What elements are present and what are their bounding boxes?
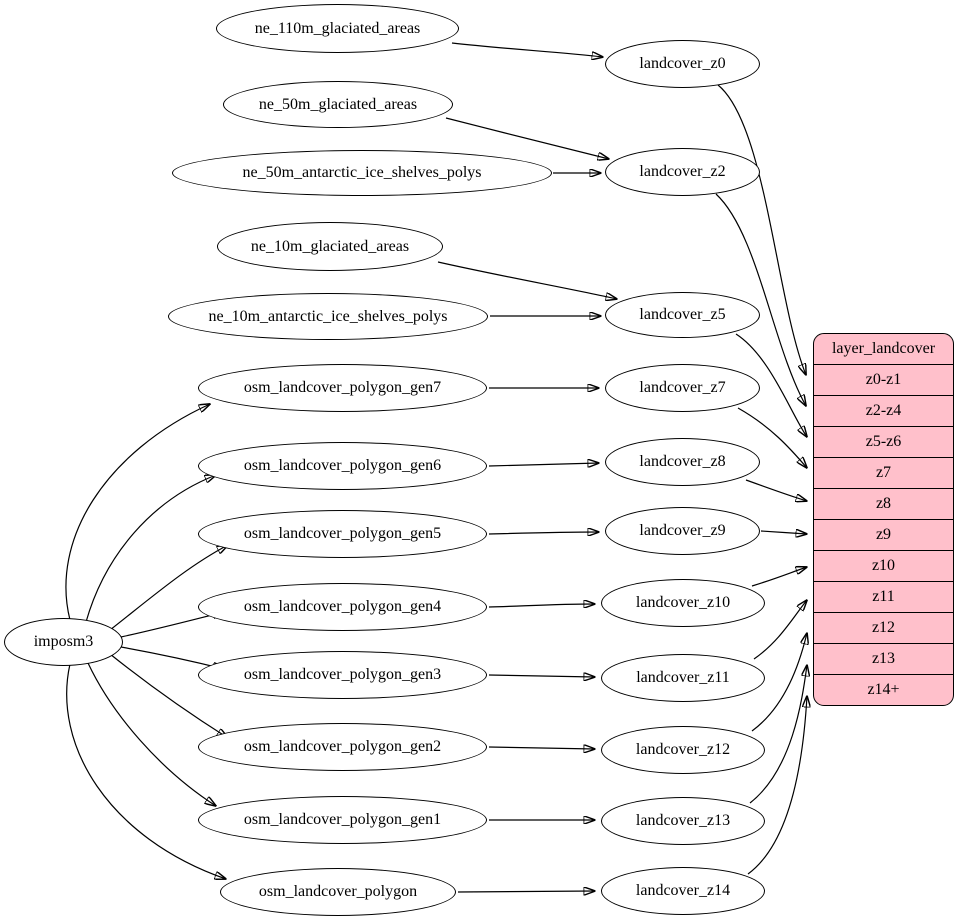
edge-landcover-z5-to-row-z5-z6 (735, 333, 807, 437)
edge-osm-landcover-polygon-gen6-to-landcover-z8 (488, 463, 599, 466)
node-osm-landcover-polygon-gen1: osm_landcover_polygon_gen1 (198, 796, 487, 844)
node-landcover-z10: landcover_z10 (601, 579, 765, 627)
table-row-z8: z8 (814, 488, 953, 519)
edge-imposm3-to-osm-landcover-polygon-gen6 (85, 475, 216, 623)
edge-landcover-z9-to-row-z9 (760, 531, 807, 534)
node-landcover-z8: landcover_z8 (605, 438, 760, 486)
node-landcover-z13: landcover_z13 (601, 797, 765, 845)
edge-landcover-z0-to-row-z0-z1 (717, 84, 806, 375)
table-row-z7: z7 (814, 457, 953, 488)
edge-imposm3-to-osm-landcover-polygon (66, 663, 226, 879)
edge-landcover-z13-to-row-z13 (749, 665, 807, 804)
node-osm-landcover-polygon-gen4: osm_landcover_polygon_gen4 (198, 583, 487, 631)
node-osm-landcover-polygon-gen3: osm_landcover_polygon_gen3 (198, 651, 487, 699)
table-row-z12: z12 (814, 612, 953, 643)
node-landcover-z12: landcover_z12 (601, 726, 765, 774)
edge-landcover-z11-to-row-z11 (753, 600, 807, 660)
edge-landcover-z10-to-row-z10 (751, 567, 807, 587)
edge-ne-110m-glaciated-areas-to-landcover-z0 (451, 42, 603, 57)
node-landcover-z2: landcover_z2 (605, 148, 760, 196)
node-osm-landcover-polygon-gen6: osm_landcover_polygon_gen6 (198, 442, 487, 490)
node-osm-landcover-polygon-gen7: osm_landcover_polygon_gen7 (198, 364, 487, 412)
edge-ne-50m-glaciated-areas-to-landcover-z2 (445, 117, 609, 159)
table-row-z14plus: z14+ (814, 674, 953, 705)
node-landcover-z9: landcover_z9 (605, 507, 760, 555)
edge-imposm3-to-osm-landcover-polygon-gen7 (65, 404, 210, 621)
table-title: layer_landcover (831, 340, 936, 357)
edge-imposm3-to-osm-landcover-polygon-gen5 (109, 545, 228, 631)
node-imposm3: imposm3 (4, 618, 123, 666)
node-ne-50m-glaciated-areas: ne_50m_glaciated_areas (223, 81, 453, 128)
node-landcover-z14: landcover_z14 (601, 867, 765, 915)
node-landcover-z11: landcover_z11 (601, 654, 765, 702)
edge-osm-landcover-polygon-to-landcover-z14 (457, 891, 595, 892)
node-ne-50m-antarctic-ice-shelves-polys: ne_50m_antarctic_ice_shelves_polys (172, 150, 552, 196)
node-landcover-z7: landcover_z7 (605, 364, 760, 412)
node-osm-landcover-polygon-gen2: osm_landcover_polygon_gen2 (198, 723, 487, 771)
table-row-z10: z10 (814, 550, 953, 581)
edge-osm-landcover-polygon-gen5-to-landcover-z9 (488, 532, 599, 534)
node-osm-landcover-polygon-gen5: osm_landcover_polygon_gen5 (198, 510, 487, 558)
edge-landcover-z7-to-row-z7 (737, 407, 807, 468)
edge-osm-landcover-polygon-gen3-to-landcover-z11 (488, 675, 595, 677)
node-ne-110m-glaciated-areas: ne_110m_glaciated_areas (216, 4, 459, 53)
node-landcover-z0: landcover_z0 (605, 40, 760, 88)
table-layer-landcover: layer_landcover z0-z1 z2-z4 z5-z6 z7 z8 … (813, 333, 954, 706)
edge-landcover-z2-to-row-z2-z4 (715, 193, 806, 406)
table-row-z5-z6: z5-z6 (814, 426, 953, 457)
edge-osm-landcover-polygon-gen2-to-landcover-z12 (488, 747, 595, 749)
node-ne-10m-antarctic-ice-shelves-polys: ne_10m_antarctic_ice_shelves_polys (168, 293, 488, 340)
node-landcover-z5: landcover_z5 (605, 292, 760, 338)
edge-imposm3-to-osm-landcover-polygon-gen1 (87, 662, 216, 806)
table-row-z0-z1: z0-z1 (814, 364, 953, 395)
table-row-z13: z13 (814, 643, 953, 674)
node-ne-10m-glaciated-areas: ne_10m_glaciated_areas (217, 222, 443, 271)
edge-ne-10m-glaciated-areas-to-landcover-z5 (437, 261, 617, 299)
edge-landcover-z8-to-row-z8 (745, 479, 807, 501)
edge-imposm3-to-osm-landcover-polygon-gen2 (109, 653, 228, 738)
table-row-z9: z9 (814, 519, 953, 550)
table-row-z11: z11 (814, 581, 953, 612)
edge-osm-landcover-polygon-gen4-to-landcover-z10 (488, 604, 595, 607)
edge-landcover-z14-to-row-z14plus (747, 696, 807, 875)
table-row-z2-z4: z2-z4 (814, 395, 953, 426)
node-osm-landcover-polygon: osm_landcover_polygon (220, 868, 456, 916)
edge-landcover-z12-to-row-z12 (751, 633, 807, 732)
